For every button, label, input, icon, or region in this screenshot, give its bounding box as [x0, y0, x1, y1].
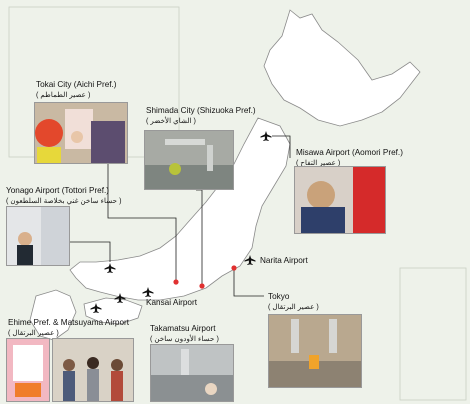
label-kansai: Kansai Airport [146, 298, 197, 308]
airplane-icon[interactable] [244, 255, 256, 265]
photo-tokai [34, 102, 128, 164]
label-narita: Narita Airport [260, 256, 308, 266]
honshu-landmass [69, 117, 291, 301]
photo-shimada [144, 130, 234, 190]
hokkaido-landmass [263, 9, 421, 127]
location-name: Tokyo [268, 292, 290, 301]
photo-ehime-crowd [52, 338, 134, 402]
location-product: ( عصير البرتقال ) [8, 328, 59, 337]
photo-ehime-machine [6, 338, 50, 402]
location-name: Tokai City (Aichi Pref.) [36, 80, 117, 89]
location-product: ( عصير الطماطم ) [36, 90, 91, 99]
location-name: Takamatsu Airport [150, 324, 216, 333]
location-name: Ehime Pref. & Matsuyama Airport [8, 318, 130, 327]
location-product: ( عصير البرتقال ) [268, 302, 319, 311]
label-misawa: Misawa Airport (Aomori Pref.) ( عصير الت… [296, 148, 403, 167]
location-dot-icon[interactable] [199, 283, 205, 289]
photo-takamatsu [150, 344, 234, 402]
pointer-lines [64, 135, 291, 297]
label-shimada: Shimada City (Shizuoka Pref.) ( الشاي ال… [146, 106, 256, 125]
location-product: ( عصير التفاح ) [296, 158, 341, 167]
airplane-icon[interactable] [104, 263, 116, 273]
label-ehime: Ehime Pref. & Matsuyama Airport ( عصير ا… [8, 318, 129, 337]
airplane-icon[interactable] [260, 131, 272, 141]
label-tokai: Tokai City (Aichi Pref.) ( عصير الطماطم … [36, 80, 117, 99]
photo-misawa [294, 166, 386, 234]
location-name: Yonago Airport (Tottori Pref.) [6, 186, 110, 195]
airplane-icon[interactable] [142, 287, 154, 297]
location-dot-icon[interactable] [231, 265, 237, 271]
shikoku-landmass [83, 297, 143, 325]
airplane-icon[interactable] [114, 293, 126, 303]
kyushu-landmass [29, 289, 77, 341]
location-name: Misawa Airport (Aomori Pref.) [296, 148, 403, 157]
inset-frame-okinawa [399, 267, 467, 401]
label-tokyo: Tokyo ( عصير البرتقال ) [268, 292, 319, 311]
location-product: ( حساء الأودون ساخن ) [150, 334, 219, 343]
label-yonago: Yonago Airport (Tottori Pref.) ( حساء سا… [6, 186, 121, 205]
photo-tokyo [268, 314, 362, 388]
location-name: Kansai Airport [146, 298, 197, 307]
location-name: Shimada City (Shizuoka Pref.) [146, 106, 256, 115]
location-product: ( حساء ساخن غني بخلاصة السلطعون ) [6, 196, 122, 205]
location-dot-icon[interactable] [173, 279, 179, 285]
location-name: Narita Airport [260, 256, 308, 265]
label-takamatsu: Takamatsu Airport ( حساء الأودون ساخن ) [150, 324, 219, 343]
photo-yonago [6, 206, 70, 266]
location-product: ( الشاي الأخضر ) [146, 116, 196, 125]
airplane-icon[interactable] [90, 303, 102, 313]
